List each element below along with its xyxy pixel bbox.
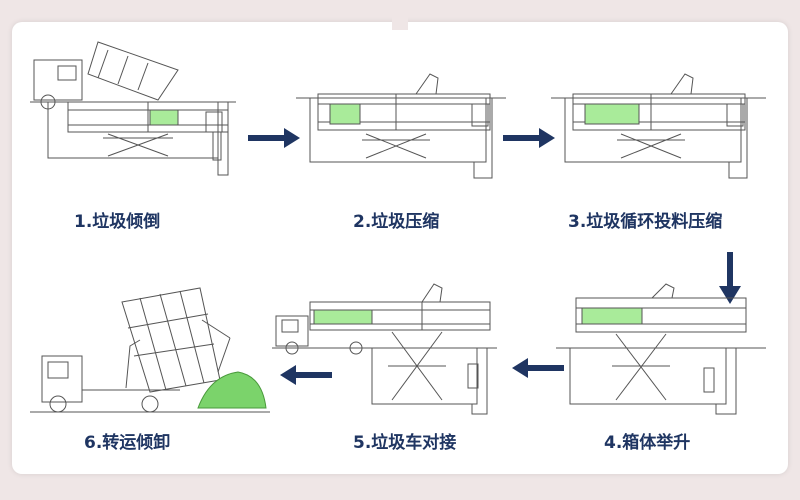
left-arrow-icon (512, 358, 564, 378)
stage-4-illustration (556, 283, 766, 415)
step-3-label: 3.垃圾循环投料压缩 (568, 212, 723, 232)
step-6-label: 6.转运倾卸 (84, 433, 171, 453)
stage-2-illustration (296, 73, 506, 179)
stage-1-illustration (30, 41, 236, 176)
stage-3-illustration (551, 73, 766, 179)
diagram-card (12, 22, 788, 474)
top-divider (392, 0, 408, 30)
down-arrow-icon (719, 252, 741, 304)
stage-5-illustration (272, 283, 497, 415)
step-4-label: 4.箱体举升 (604, 433, 691, 453)
step-5-label: 5.垃圾车对接 (353, 433, 457, 453)
stage-6-illustration (30, 287, 270, 413)
right-arrow-icon (503, 128, 555, 148)
right-arrow-icon (248, 128, 300, 148)
left-arrow-icon (280, 365, 332, 385)
step-2-label: 2.垃圾压缩 (353, 212, 440, 232)
step-1-label: 1.垃圾倾倒 (74, 212, 161, 232)
